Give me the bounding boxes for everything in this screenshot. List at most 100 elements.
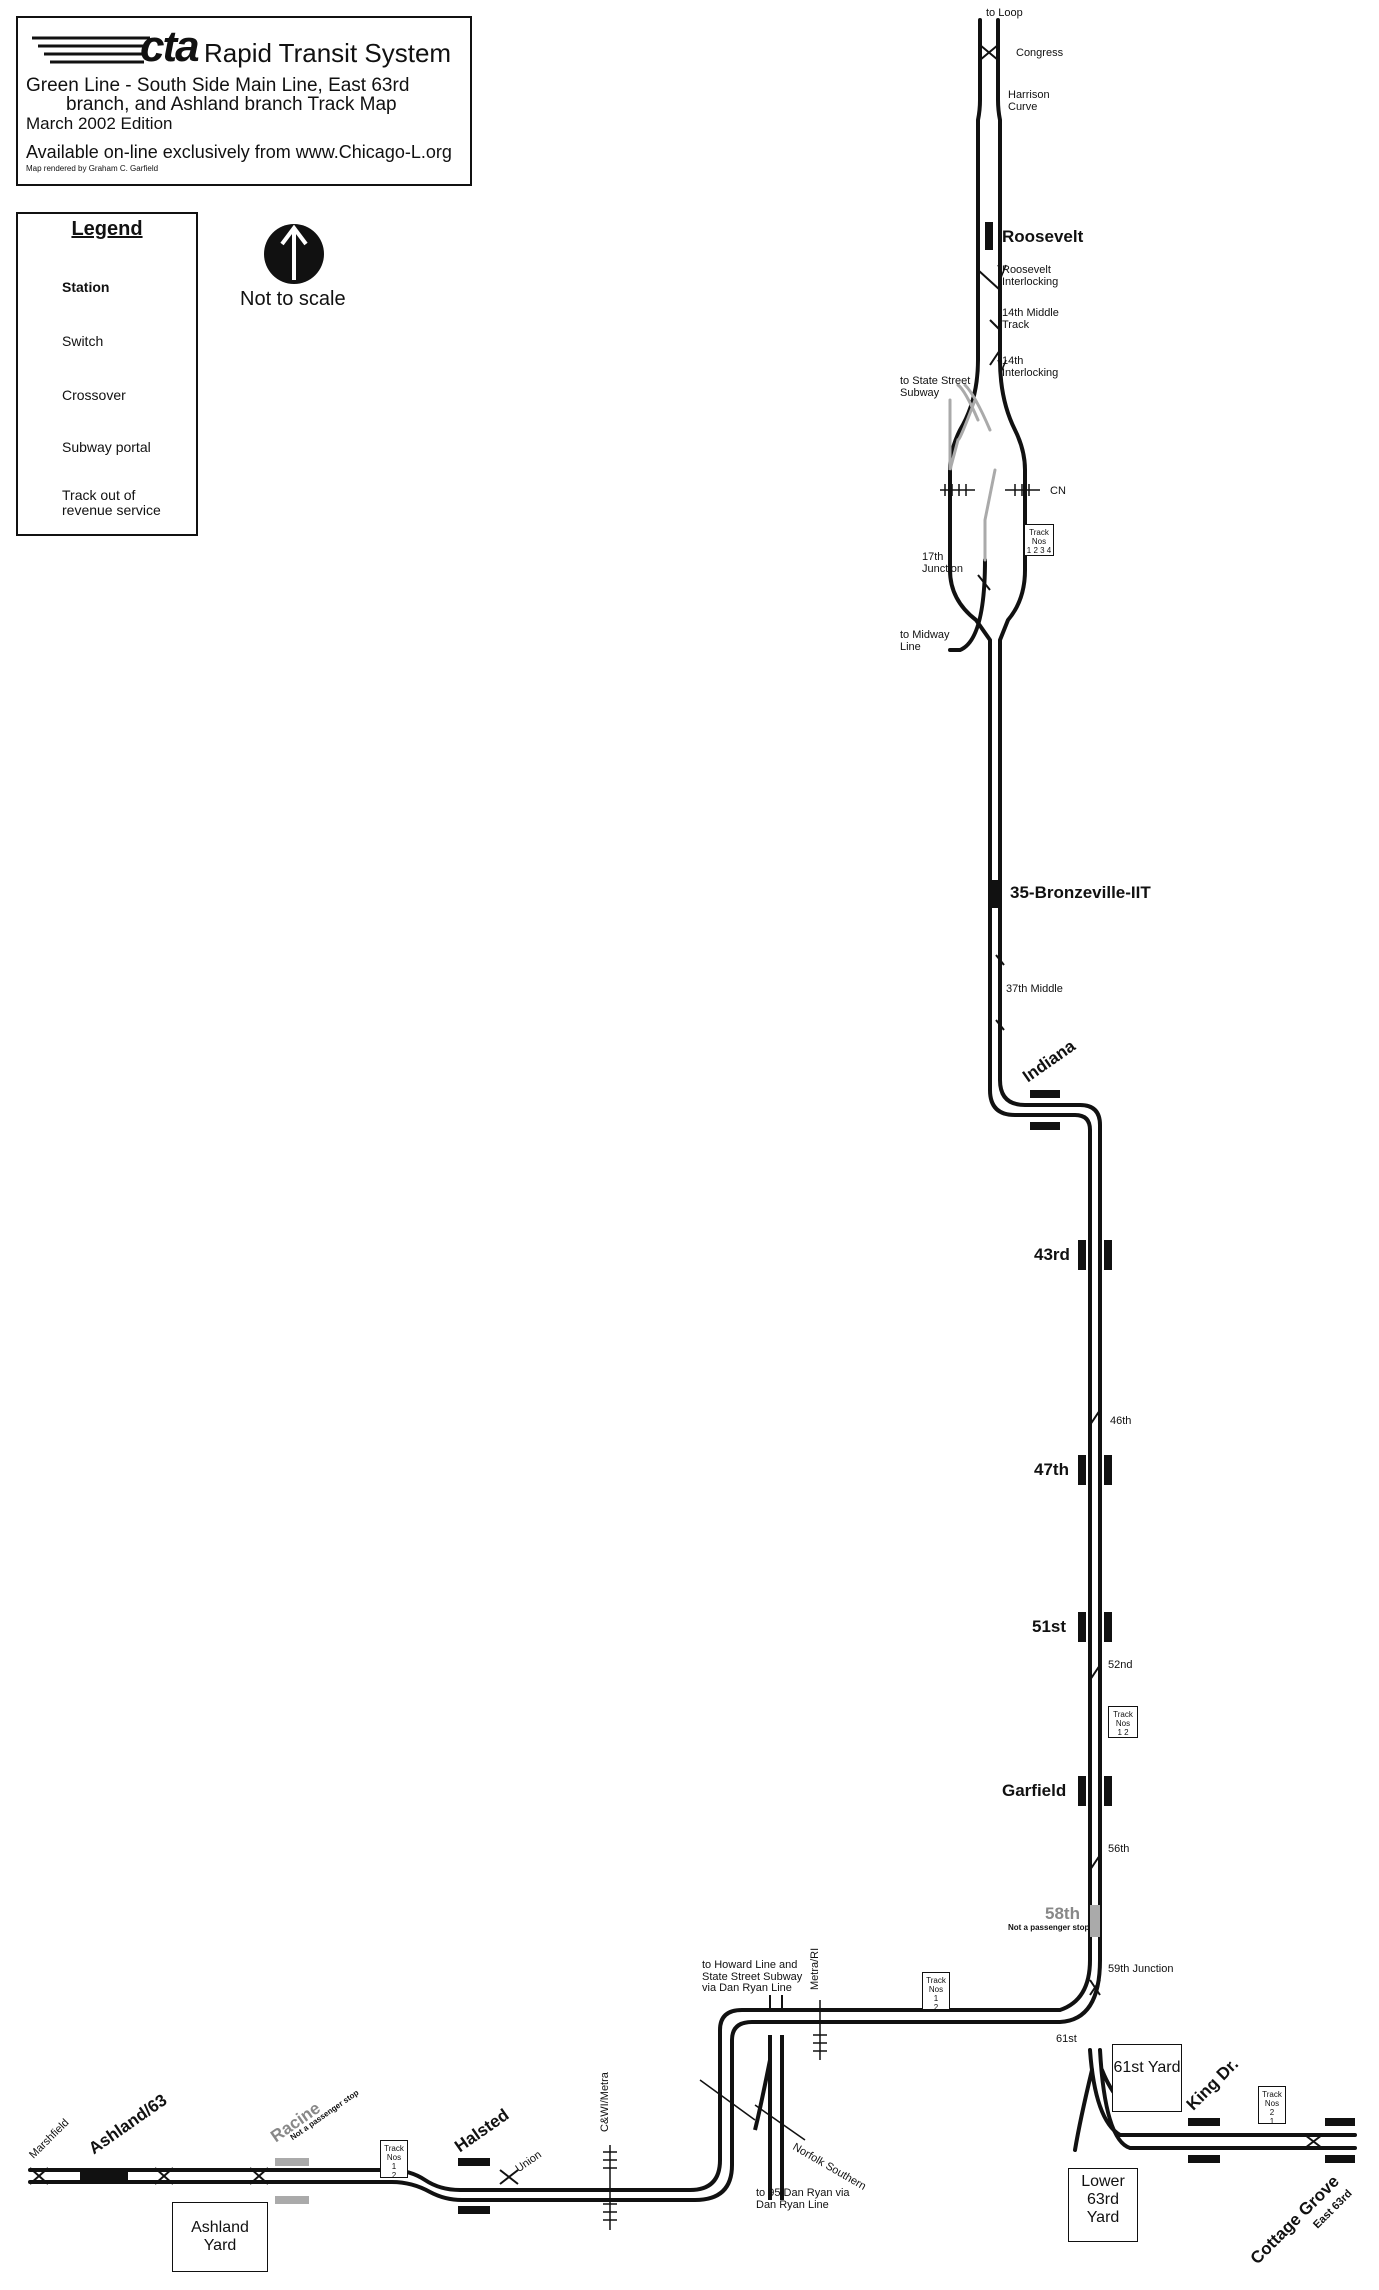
yard-ashland: Ashland Yard (172, 2202, 268, 2272)
station-cottage-platform-1 (1325, 2118, 1355, 2126)
station-halsted-platform-2 (458, 2206, 490, 2214)
station-roosevelt: Roosevelt (1002, 227, 1084, 246)
label-to-95: to 95/Dan Ryan via Dan Ryan Line (756, 2187, 850, 2211)
crossover-marshfield (29, 2167, 49, 2185)
label-to-state: to State Street Subway (900, 375, 971, 399)
subtitle-line-1: Green Line - South Side Main Line, East … (26, 75, 410, 96)
credit: Map rendered by Graham C. Garfield (26, 164, 159, 173)
yard-61st-label: 61st Yard (1113, 2059, 1181, 2076)
station-47th-platform-1 (1078, 1455, 1086, 1485)
track-lower63-lead (1073, 2068, 1094, 2152)
crossover-union (499, 2169, 519, 2185)
label-to-howard: to Howard Line and State Street Subway v… (702, 1959, 803, 1995)
station-kingdr-platform-1 (1188, 2118, 1220, 2126)
station-racine-platform-2 (275, 2196, 309, 2204)
switch-14th-middle (989, 319, 1001, 331)
station-51st-platform-1 (1078, 1612, 1086, 1642)
station-cottage-platform-2 (1325, 2155, 1355, 2163)
label-metra-ri: Metra/RI (809, 1947, 821, 1990)
not-to-scale-label: Not to scale (240, 288, 346, 310)
track-nos-12-line2: Nos (1115, 1719, 1131, 1728)
label-to-midway: to Midway Line (900, 629, 950, 653)
track-dan-ryan-3 (753, 2059, 772, 2131)
track-nos-box-1234: Track Nos 1 2 3 4 (1024, 524, 1054, 556)
station-indiana-platform-2 (1030, 1122, 1060, 1130)
station-43rd-platform-1 (1078, 1240, 1086, 1270)
portal-14th (997, 359, 1007, 373)
logo-text: cta (140, 22, 200, 71)
label-17th-junction: 17th Junction (922, 551, 963, 575)
legend-station: Station (62, 279, 110, 295)
track-nos-21-line2: Nos (1264, 2099, 1280, 2108)
label-congress: Congress (1016, 47, 1064, 59)
edition: March 2002 Edition (26, 114, 173, 133)
track-nos-12v-ashland-line3: 1 (391, 2162, 397, 2171)
switch-56th (1089, 1854, 1101, 1871)
track-nos-12v-ashland-line2: Nos (386, 2153, 402, 2162)
station-halsted-platform-1 (458, 2158, 490, 2166)
label-cw-metra: C&WI/Metra (599, 2072, 611, 2132)
track-nos-12-line1: Track (1113, 1710, 1133, 1719)
track-nos-12v-south-line2: Nos (928, 1985, 944, 1994)
legend: Legend Station Switch Crossover Subway p… (16, 212, 198, 536)
station-58th-platform (1090, 1905, 1100, 1937)
legend-out-of-service: Track out of revenue service (62, 487, 161, 518)
legend-switch: Switch (62, 333, 104, 349)
station-garfield: Garfield (1002, 1781, 1067, 1800)
station-ashland-platform (80, 2170, 128, 2182)
track-nos-12v-ashland-line1: Track (384, 2144, 404, 2153)
station-47th-platform-2 (1104, 1455, 1112, 1485)
station-bronzeville-platform (992, 880, 1000, 908)
label-37th-middle: 37th Middle (1006, 983, 1063, 995)
track-nos-box-12v-ashland: Track Nos 1 2 (380, 2140, 408, 2180)
switch-52nd (1089, 1664, 1101, 1681)
yard-lower63-label: Lower 63rd Yard (1081, 2173, 1125, 2226)
rail-crossing-metra-ri (813, 2000, 827, 2060)
track-nos-1234-line3: 1 2 3 4 (1026, 546, 1052, 555)
crossover-ashland (154, 2167, 174, 2185)
switch-17th (977, 574, 991, 591)
online-note: Available on-line exclusively from www.C… (26, 142, 452, 162)
track-out-of-service-1 (948, 398, 977, 471)
track-out-of-service-2 (956, 383, 980, 422)
track-east63-north (1088, 2048, 1357, 2137)
station-garfield-platform-2 (1104, 1776, 1112, 1806)
track-main-east (28, 18, 1102, 2202)
station-58th-note: Not a passenger stop (1008, 1923, 1090, 1932)
label-46th: 46th (1110, 1415, 1132, 1427)
crossover-congress (979, 44, 999, 61)
track-nos-12v-south-line1: Track (926, 1976, 946, 1985)
cta-logo-icon (32, 36, 150, 64)
track-nos-12v-south-line3: 1 (933, 1994, 939, 2003)
switch-roosevelt-int (977, 269, 1001, 291)
track-nos-1234-line2: Nos (1031, 537, 1047, 546)
track-nos-21-line1: Track (1262, 2090, 1282, 2099)
map-subtitle: Green Line - South Side Main Line, East … (26, 76, 466, 114)
legend-portal: Subway portal (62, 439, 151, 455)
yard-lower63: Lower 63rd Yard (1068, 2168, 1138, 2242)
track-nos-box-21: Track Nos 2 1 (1258, 2086, 1286, 2126)
yard-61st: 61st Yard (1112, 2044, 1182, 2112)
legend-crossover: Crossover (62, 387, 126, 403)
crossover-59th (1089, 1979, 1101, 1996)
label-56th: 56th (1108, 1843, 1130, 1855)
station-garfield-platform-1 (1078, 1776, 1086, 1806)
label-to-loop: to Loop (986, 7, 1023, 19)
track-nos-21-line4: 1 (1269, 2117, 1275, 2126)
track-out-of-service-4 (983, 468, 997, 562)
track-nos-1234-line1: Track (1029, 528, 1049, 537)
north-arrow-icon (264, 224, 324, 284)
station-43rd: 43rd (1034, 1245, 1070, 1264)
system-title: Rapid Transit System (204, 38, 452, 68)
label-59th-junction: 59th Junction (1108, 1963, 1174, 1975)
station-51st-platform-2 (1104, 1612, 1112, 1642)
track-nos-21-line3: 2 (1269, 2108, 1275, 2117)
label-52nd: 52nd (1108, 1659, 1133, 1671)
station-indiana-platform-1 (1030, 1090, 1060, 1098)
station-bronzeville: 35-Bronzeville-IIT (1010, 883, 1151, 902)
label-roosevelt-int: Roosevelt Interlocking (1002, 264, 1059, 288)
legend-title: Legend (71, 218, 143, 240)
label-harrison: Harrison Curve (1008, 89, 1050, 113)
portal-roosevelt (997, 264, 1007, 278)
